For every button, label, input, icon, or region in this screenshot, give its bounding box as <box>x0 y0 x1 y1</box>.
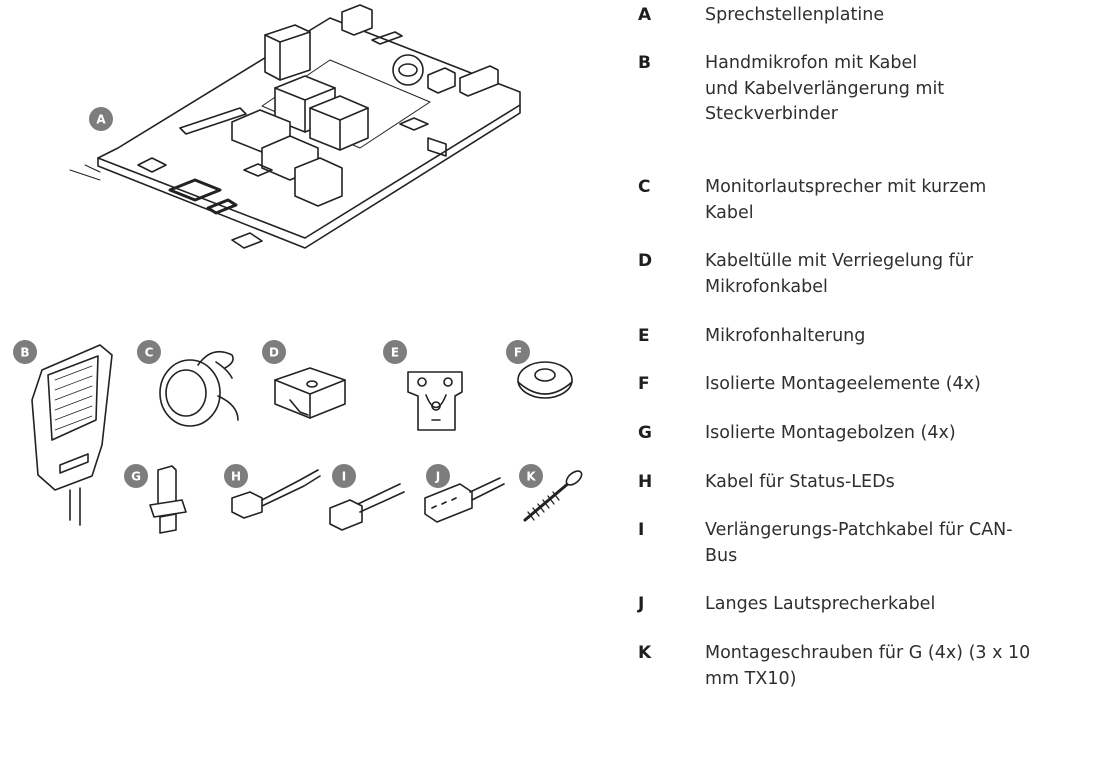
svg-text:I: I <box>342 470 346 484</box>
badge-e: E <box>383 340 407 364</box>
svg-text:E: E <box>391 346 399 360</box>
legend-row-k: K Montageschrauben für G (4x) (3 x 10 mm… <box>638 641 1035 692</box>
legend-row-f: F Isolierte Montageelemente (4x) <box>638 372 1097 398</box>
svg-text:D: D <box>269 346 279 360</box>
badge-h: H <box>224 464 248 488</box>
badge-d: D <box>262 340 286 364</box>
badge-g: G <box>124 464 148 488</box>
legend-text: Verlängerungs-Patchkabel für CAN-Bus <box>705 520 1013 566</box>
legend-row-d: D Kabeltülle mit Verriegelung für Mikrof… <box>638 249 1005 300</box>
svg-text:B: B <box>20 346 29 360</box>
legend-row-c: C Monitorlautsprecher mit kurzem Kabel <box>638 175 995 226</box>
legend-text: Kabel für Status-LEDs <box>705 472 895 492</box>
led-cable-drawing <box>231 469 321 519</box>
svg-text:A: A <box>96 113 106 127</box>
legend-letter: K <box>638 643 652 663</box>
legend-text: Montageschrauben für G (4x) (3 x 10 mm T… <box>705 643 1031 689</box>
svg-text:C: C <box>145 346 154 360</box>
badge-j: J <box>426 464 450 488</box>
legend-letter: E <box>638 326 650 346</box>
legend-text: Handmikrofon mit Kabel und Kabelverlänge… <box>705 53 945 124</box>
badge-i: I <box>332 464 356 488</box>
legend-row-j: J Langes Lautsprecherkabel <box>638 592 1097 618</box>
legend-letter: G <box>638 423 652 443</box>
mounting-screw-drawing <box>523 470 583 522</box>
speaker-cable-drawing <box>424 477 505 523</box>
legend-letter: I <box>638 520 645 540</box>
badge-b: B <box>13 340 37 364</box>
svg-text:K: K <box>526 470 536 484</box>
svg-text:G: G <box>131 470 141 484</box>
legend-letter: F <box>638 374 650 394</box>
mounting-element-drawing <box>517 361 573 399</box>
legend-text: Isolierte Montageelemente (4x) <box>705 374 981 394</box>
monitor-speaker-drawing <box>159 350 239 427</box>
legend-row-g: G Isolierte Montagebolzen (4x) <box>638 421 1097 447</box>
legend-row-e: E Mikrofonhalterung <box>638 324 1097 350</box>
microphone-holder-drawing <box>407 371 463 431</box>
legend-letter: H <box>638 472 653 492</box>
legend-row-h: H Kabel für Status-LEDs <box>638 470 1097 496</box>
svg-text:H: H <box>231 470 241 484</box>
patch-cable-drawing <box>329 483 405 531</box>
parts-illustration: A B C D E F G H I J K <box>13 4 583 534</box>
legend-letter: D <box>638 251 653 271</box>
legend-text: Isolierte Montagebolzen (4x) <box>705 423 956 443</box>
legend-letter: B <box>638 53 651 73</box>
legend-text: Sprechstellenplatine <box>705 5 885 25</box>
mounting-bolt-drawing <box>149 465 187 534</box>
legend-letter: C <box>638 177 651 197</box>
circuit-board-drawing <box>69 4 521 249</box>
legend-row-b: B Handmikrofon mit Kabel und Kabelverlän… <box>638 51 955 128</box>
badge-k: K <box>519 464 543 488</box>
legend-letter: A <box>638 5 652 25</box>
legend-text: Mikrofonhalterung <box>705 326 866 346</box>
badge-c: C <box>137 340 161 364</box>
legend-row-i: I Verlängerungs-Patchkabel für CAN-Bus <box>638 518 1035 569</box>
legend-letter: J <box>638 594 645 614</box>
cable-grommet-drawing <box>274 367 346 419</box>
legend-row-a: A Sprechstellenplatine <box>638 3 1097 29</box>
legend-text: Kabeltülle mit Verriegelung für Mikrofon… <box>705 251 974 297</box>
legend-text: Langes Lautsprecherkabel <box>705 594 936 614</box>
svg-text:F: F <box>514 346 522 360</box>
legend-text: Monitorlautsprecher mit kurzem Kabel <box>705 177 987 223</box>
badge-a: A <box>89 107 113 131</box>
badge-f: F <box>506 340 530 364</box>
svg-text:J: J <box>435 470 440 484</box>
hand-microphone-drawing <box>31 344 113 526</box>
